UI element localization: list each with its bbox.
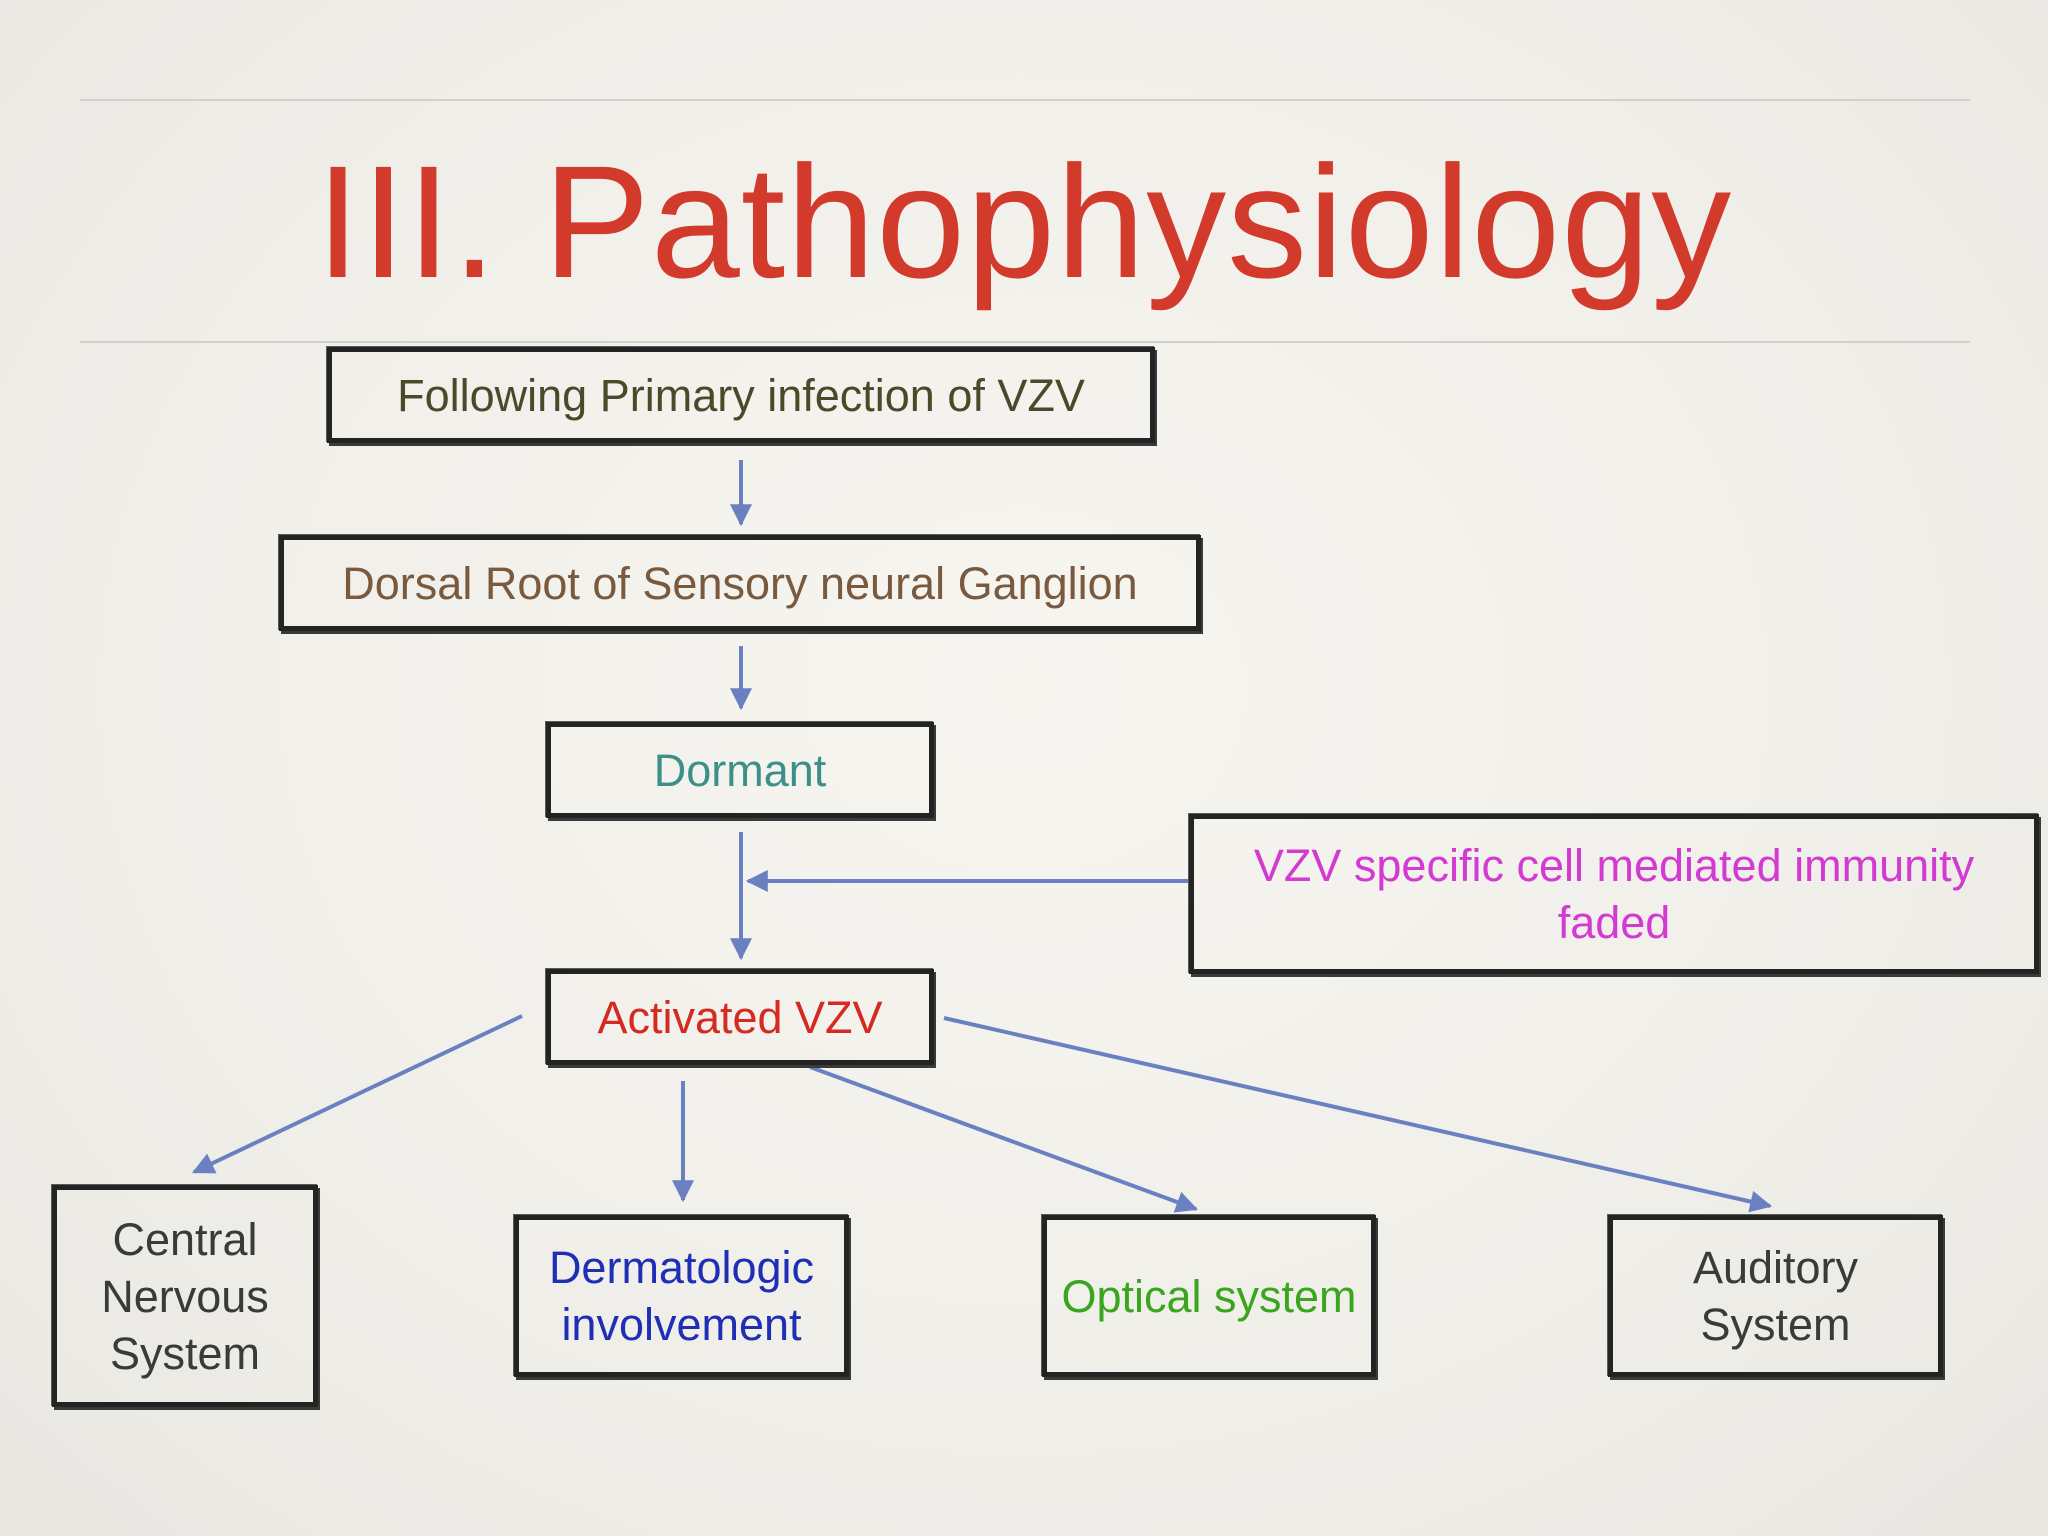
node-activated-vzv-label: Activated VZV [597, 991, 883, 1043]
node-activated-vzv: Activated VZV [546, 969, 934, 1065]
node-dermatologic-involvement: Dermatologic involvement [514, 1215, 849, 1377]
node-central-nervous-system-label: Central Nervous System [101, 1213, 269, 1379]
node-central-nervous-system: Central Nervous System [52, 1185, 318, 1407]
node-dermatologic-involvement-label: Dermatologic involvement [548, 1242, 815, 1350]
node-dorsal-root-label: Dorsal Root of Sensory neural Ganglion [342, 557, 1138, 609]
title-divider [80, 341, 1970, 343]
node-dormant: Dormant [546, 722, 934, 818]
node-primary-infection: Following Primary infection of VZV [327, 347, 1155, 443]
arrow-activated-to-optical [809, 1065, 1199, 1213]
node-primary-infection-label: Following Primary infection of VZV [397, 369, 1085, 421]
node-immunity-faded: VZV specific cell mediated immunity fade… [1189, 814, 2039, 974]
node-auditory-system: Auditory System [1608, 1215, 1943, 1377]
top-divider [80, 99, 1970, 101]
arrow-activated-to-auditory [943, 1016, 1773, 1213]
node-dormant-label: Dormant [653, 744, 827, 796]
arrow-activated-to-cns [192, 1014, 523, 1174]
node-immunity-faded-label: VZV specific cell mediated immunity fade… [1253, 840, 1975, 948]
node-optical-system: Optical system [1042, 1215, 1376, 1377]
node-optical-system-label: Optical system [1061, 1270, 1357, 1322]
node-dorsal-root: Dorsal Root of Sensory neural Ganglion [279, 535, 1201, 631]
node-auditory-system-label: Auditory System [1692, 1242, 1859, 1350]
slide-title: III. Pathophysiology [315, 132, 1733, 311]
